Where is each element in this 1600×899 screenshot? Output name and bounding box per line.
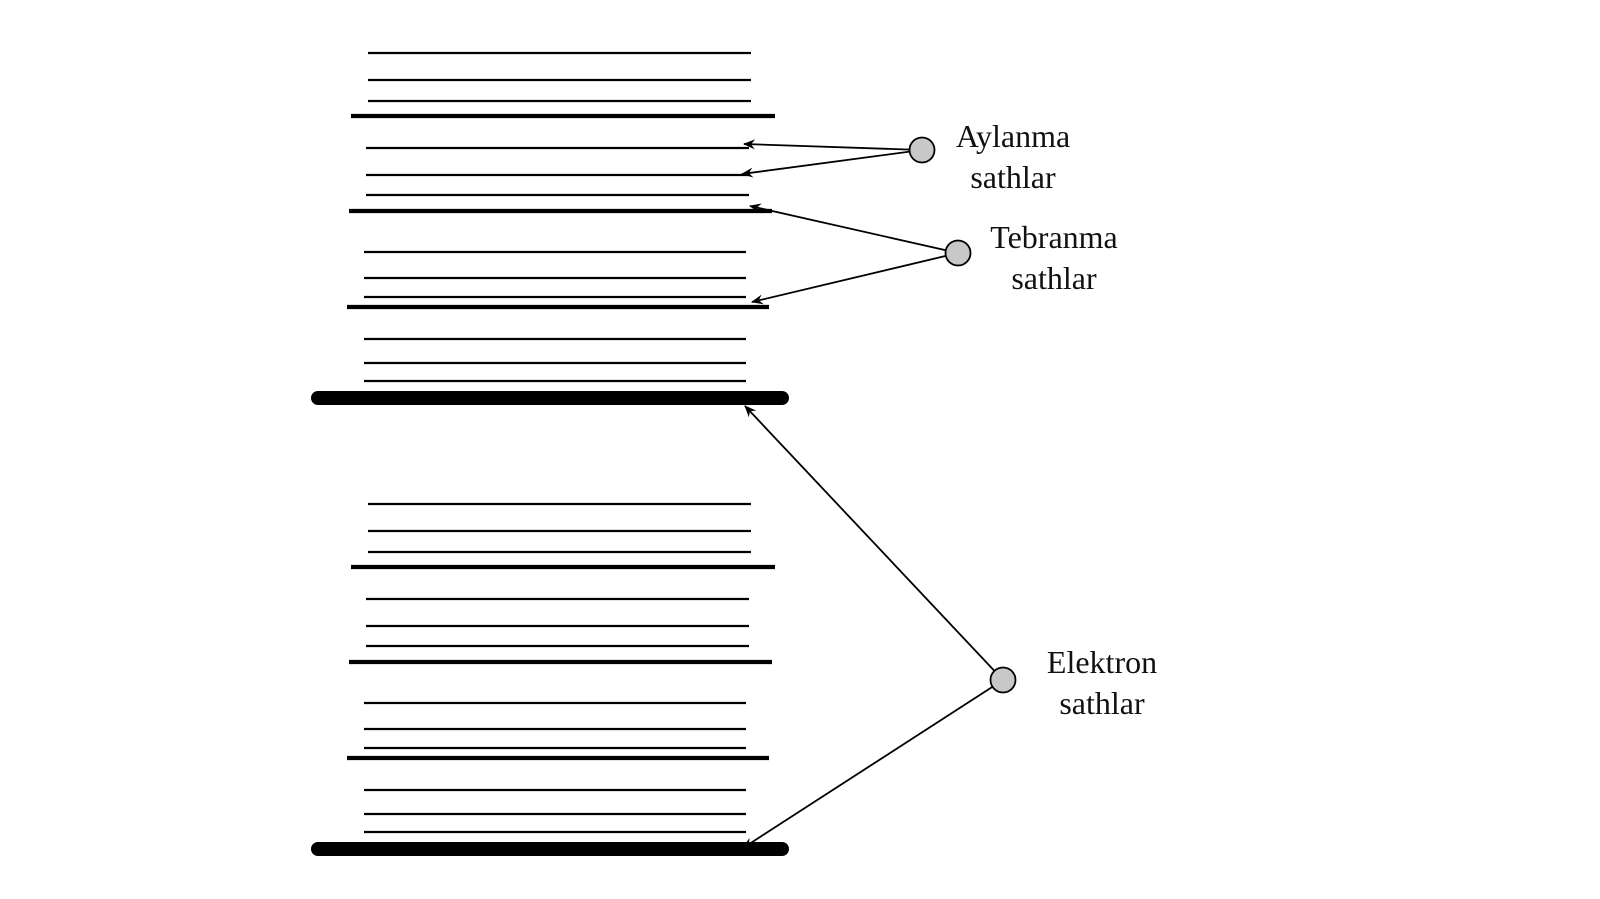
electronic-label-line2: sathlar bbox=[1059, 685, 1145, 721]
electronic-pointer-2 bbox=[742, 679, 1004, 849]
vibrational-label-line2: sathlar bbox=[1011, 260, 1097, 296]
electronic-marker-dot bbox=[989, 666, 1017, 694]
rotational-label-line1: Aylanma bbox=[956, 118, 1070, 154]
rotational-pointer-2 bbox=[741, 149, 923, 178]
vibrational-pointer-1 bbox=[749, 203, 959, 254]
electronic-pointer-1 bbox=[744, 405, 1004, 681]
vibrational-label-line1: Tebranma bbox=[990, 219, 1117, 255]
label-pointers bbox=[741, 139, 1004, 849]
energy-levels bbox=[311, 51, 789, 856]
rotational-pointer-1 bbox=[743, 139, 923, 151]
vibrational-marker-dot bbox=[944, 239, 972, 267]
rotational-label-line2: sathlar bbox=[970, 159, 1056, 195]
vibrational-pointer-2 bbox=[751, 252, 959, 305]
electronic-label-line1: Elektron bbox=[1047, 644, 1157, 680]
rotational-marker-dot bbox=[908, 136, 936, 164]
